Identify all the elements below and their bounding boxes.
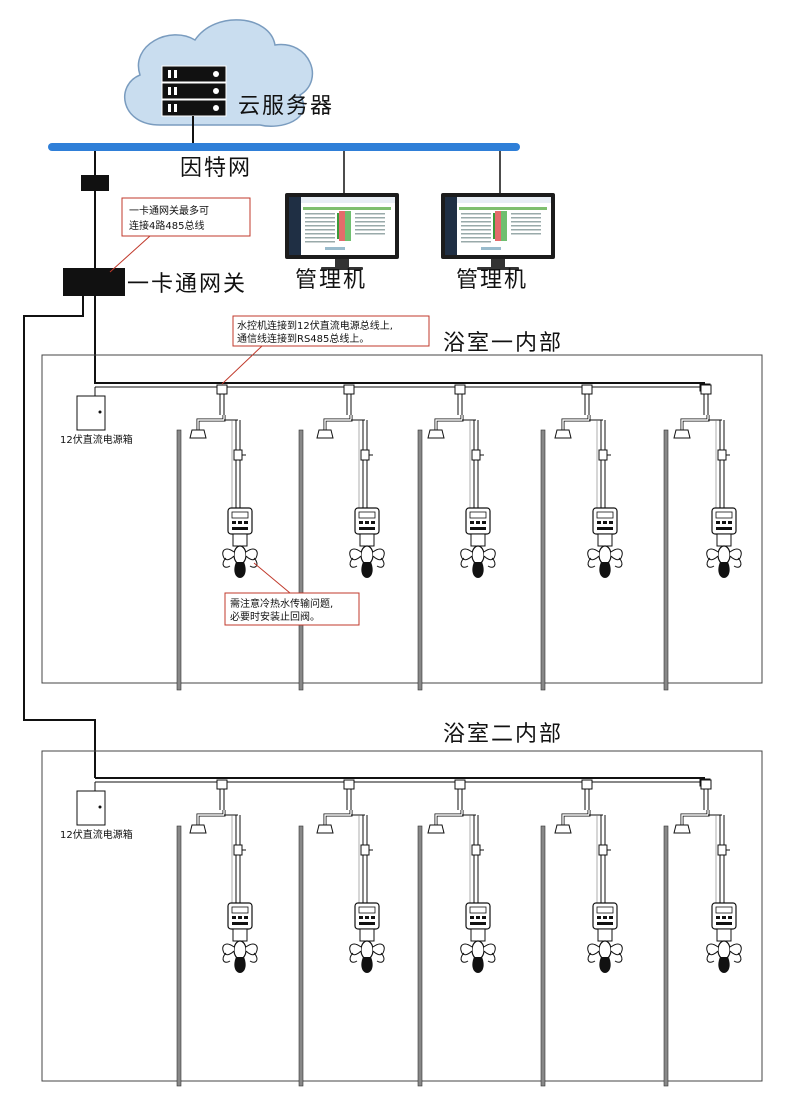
station-1-5: [672, 383, 743, 580]
station-2-3: [426, 778, 497, 975]
internet-label: 因特网: [180, 156, 252, 181]
power-box-1-icon: [76, 387, 106, 431]
room-1-partitions: [176, 429, 669, 691]
station-1-4: [553, 383, 624, 580]
station-1-2: [315, 383, 386, 580]
manager-monitor-1-icon: [285, 193, 399, 270]
network-adapter-icon: [81, 175, 109, 191]
room-2-frame: [41, 750, 763, 1082]
power-box-1-label: 12伏直流电源箱: [60, 433, 133, 446]
room-2-partitions: [176, 825, 669, 1087]
svg-text:需注意冷热水传输问题,: 需注意冷热水传输问题,: [230, 597, 333, 610]
manager-monitor-2-icon: [441, 193, 555, 270]
room-1-label: 浴室一内部: [443, 331, 563, 356]
manager-1-label: 管理机: [295, 268, 367, 293]
station-1-1: [188, 383, 259, 580]
svg-text:水控机连接到12伏直流电源总线上,: 水控机连接到12伏直流电源总线上,: [237, 319, 393, 332]
station-2-2: [315, 778, 386, 975]
internet-bus: [48, 143, 520, 151]
station-2-4: [553, 778, 624, 975]
station-2-1: [188, 778, 259, 975]
manager-2-label: 管理机: [456, 268, 528, 293]
room-1-frame: [41, 354, 763, 684]
power-box-2-label: 12伏直流电源箱: [60, 828, 133, 841]
station-2-5: [672, 778, 743, 975]
cloud-server-icon: [124, 19, 314, 146]
svg-text:一卡通网关最多可: 一卡通网关最多可: [129, 204, 209, 217]
svg-text:连接4路485总线: 连接4路485总线: [129, 219, 204, 232]
gateway-icon: [63, 268, 125, 296]
svg-text:通信线连接到RS485总线上。: 通信线连接到RS485总线上。: [237, 332, 369, 345]
svg-text:必要时安装止回阀。: 必要时安装止回阀。: [230, 610, 320, 623]
power-box-2-icon: [76, 782, 106, 826]
cloud-server-label: 云服务器: [238, 94, 334, 119]
gateway-label: 一卡通网关: [127, 272, 247, 297]
room-2-label: 浴室二内部: [443, 722, 563, 747]
valve-note: 需注意冷热水传输问题, 必要时安装止回阀。: [224, 562, 360, 626]
station-1-3: [426, 383, 497, 580]
gateway-note: 一卡通网关最多可 连接4路485总线: [109, 197, 251, 273]
controller-note: 水控机连接到12伏直流电源总线上, 通信线连接到RS485总线上。: [221, 315, 430, 385]
